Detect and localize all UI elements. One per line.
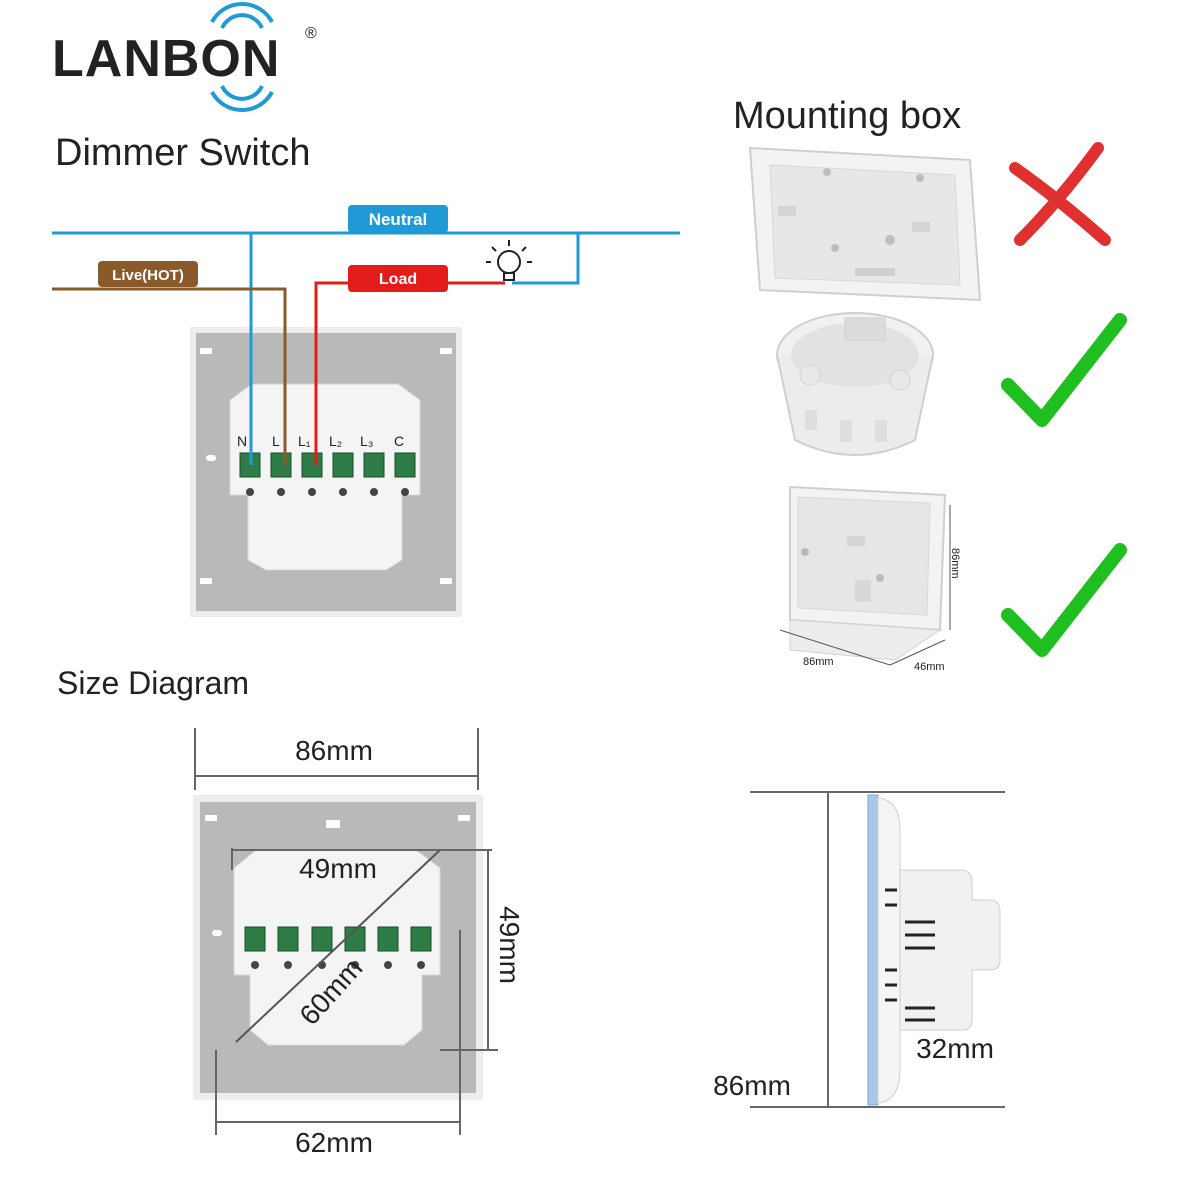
terminal-label: C xyxy=(394,433,404,449)
terminal-labels: N L L₁ L₂ L₃ C xyxy=(237,433,404,449)
side-depth-label: 32mm xyxy=(916,1033,994,1064)
size-diagram-heading: Size Diagram xyxy=(57,665,249,701)
cross-icon xyxy=(1009,142,1111,246)
dimmer-switch-heading: Dimmer Switch xyxy=(55,132,310,174)
svg-text:Live(HOT): Live(HOT) xyxy=(112,267,184,284)
terminal-label: L₂ xyxy=(329,433,342,449)
brand-logo: LANBON ® xyxy=(52,2,317,112)
box-width-label: 86mm xyxy=(803,656,834,668)
glass-panel xyxy=(867,794,879,1106)
side-size-diagram: 86mm 32mm xyxy=(713,791,1005,1108)
check-icon xyxy=(1001,313,1127,427)
light-bulb-icon xyxy=(486,240,532,281)
wiring-diagram: N L L₁ L₂ L₃ C xyxy=(52,205,680,617)
terminal-block xyxy=(239,452,416,496)
mounting-box-heading: Mounting box xyxy=(733,95,961,137)
terminal-label: L xyxy=(272,433,280,449)
load-tag: Load xyxy=(348,265,448,292)
front-size-diagram: 86mm 49mm 49mm xyxy=(193,728,525,1158)
module-width-label: 49mm xyxy=(299,853,377,884)
check-icon xyxy=(1001,543,1127,657)
svg-text:Neutral: Neutral xyxy=(369,210,428,229)
module-height-label: 49mm xyxy=(494,906,525,984)
switch-module xyxy=(229,383,421,571)
screw-spacing-label: 62mm xyxy=(295,1127,373,1158)
vent-slots xyxy=(885,888,935,1022)
terminal-label: L₁ xyxy=(298,433,311,449)
square-mounting-box: 86mm 46mm 86mm xyxy=(779,485,961,673)
box-height-label: 86mm xyxy=(949,548,961,579)
mounting-boxes: 86mm 46mm 86mm xyxy=(748,142,1127,673)
svg-text:Load: Load xyxy=(379,271,417,288)
neutral-tag: Neutral xyxy=(348,205,448,233)
rectangular-mounting-box xyxy=(748,146,982,302)
terminal-label: N xyxy=(237,433,247,449)
terminal-block xyxy=(244,926,432,969)
box-depth-label: 46mm xyxy=(914,661,945,673)
panel-width-label: 86mm xyxy=(295,735,373,766)
registered-mark: ® xyxy=(305,25,317,42)
brand-name: LANBON xyxy=(52,30,280,88)
round-mounting-box xyxy=(776,312,934,456)
live-tag: Live(HOT) xyxy=(98,261,198,287)
switch-back-module xyxy=(899,869,1001,1031)
side-height-label: 86mm xyxy=(713,1070,791,1101)
live-wire xyxy=(52,287,287,465)
terminal-label: L₃ xyxy=(360,433,374,449)
signal-waves-icon xyxy=(210,2,274,112)
switch-side-body xyxy=(877,797,901,1104)
